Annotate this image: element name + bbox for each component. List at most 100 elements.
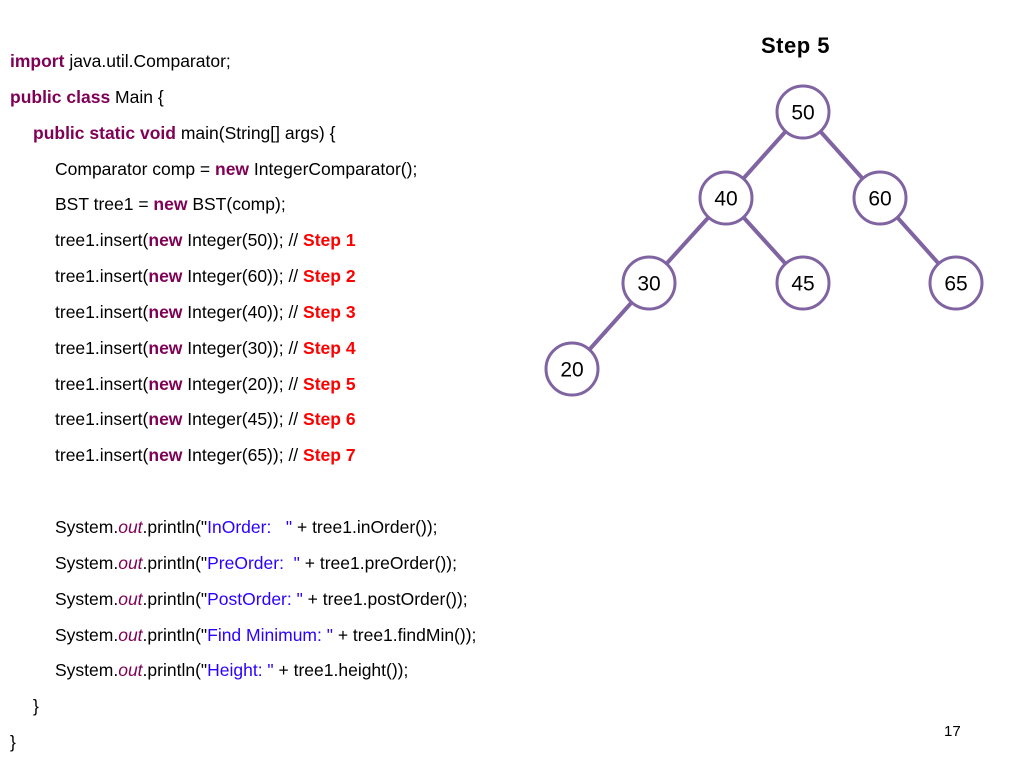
code-line: import java.util.Comparator; bbox=[10, 44, 476, 80]
code-line: tree1.insert(new Integer(50)); // Step 1 bbox=[10, 223, 476, 259]
code-token: new bbox=[148, 373, 183, 394]
code-token: Integer(20)); // bbox=[182, 373, 304, 394]
tree-node-circle bbox=[544, 341, 600, 397]
code-token: new bbox=[148, 409, 183, 430]
code-token: new bbox=[148, 337, 183, 358]
code-token: System. bbox=[55, 660, 119, 681]
code-token: public static void bbox=[33, 122, 176, 143]
code-token: BST(comp); bbox=[187, 194, 286, 215]
step-title: Step 5 bbox=[761, 33, 831, 58]
code-token: out bbox=[118, 516, 143, 537]
code-token: .println(" bbox=[142, 660, 208, 681]
code-token: Integer(65)); // bbox=[182, 445, 304, 466]
tree-edge bbox=[878, 196, 958, 285]
code-token: main(String[] args) { bbox=[175, 122, 336, 143]
code-token: import bbox=[10, 51, 65, 71]
tree-node-label: 30 bbox=[637, 273, 660, 296]
tree-edge bbox=[724, 196, 805, 285]
code-line: System.out.println("Find Minimum: " + tr… bbox=[10, 618, 476, 654]
code-token: Integer(45)); // bbox=[182, 409, 304, 430]
tree-edge bbox=[724, 110, 805, 200]
code-token: PreOrder: " bbox=[207, 552, 300, 573]
code-line: } bbox=[10, 725, 476, 761]
tree-edge bbox=[570, 281, 651, 371]
code-token: + tree1.preOrder()); bbox=[299, 552, 457, 573]
code-token: public class bbox=[10, 86, 111, 107]
code-line: Comparator comp = new IntegerComparator(… bbox=[10, 152, 476, 188]
code-token: Step 1 bbox=[303, 230, 356, 251]
code-token: IntegerComparator(); bbox=[249, 158, 418, 179]
code-line: System.out.println("InOrder: " + tree1.i… bbox=[10, 510, 476, 546]
code-token: PostOrder: " bbox=[207, 588, 303, 609]
code-token: + tree1.findMin()); bbox=[332, 624, 477, 645]
code-line: BST tree1 = new BST(comp); bbox=[10, 187, 476, 223]
code-token: new bbox=[148, 230, 183, 251]
code-token: tree1.insert( bbox=[55, 373, 149, 394]
code-token: new bbox=[148, 266, 183, 287]
tree-edge bbox=[647, 196, 728, 285]
code-line: tree1.insert(new Integer(45)); // Step 6 bbox=[10, 402, 476, 438]
code-token: Integer(50)); // bbox=[182, 230, 304, 251]
tree-node-30: 30 bbox=[621, 255, 677, 311]
tree-node-20: 20 bbox=[544, 341, 600, 397]
code-token: tree1.insert( bbox=[55, 230, 149, 251]
tree-edge bbox=[801, 110, 882, 200]
code-line: tree1.insert(new Integer(60)); // Step 2 bbox=[10, 259, 476, 295]
code-token: System. bbox=[55, 516, 119, 537]
tree-node-circle bbox=[698, 170, 754, 226]
code-line: tree1.insert(new Integer(30)); // Step 4 bbox=[10, 331, 476, 367]
code-token: Main { bbox=[110, 86, 164, 107]
code-token: Step 2 bbox=[303, 266, 356, 287]
tree-node-50: 50 bbox=[775, 84, 831, 140]
code-token: Step 5 bbox=[303, 373, 356, 394]
code-token: System. bbox=[55, 552, 119, 573]
code-line: System.out.println("Height: " + tree1.he… bbox=[10, 653, 476, 689]
code-token: BST tree1 = bbox=[55, 194, 154, 215]
tree-node-circle bbox=[621, 255, 677, 311]
tree-node-60: 60 bbox=[852, 170, 908, 226]
code-token: Step 6 bbox=[303, 409, 356, 430]
tree-node-circle bbox=[775, 84, 831, 140]
code-line: public class Main { bbox=[10, 80, 476, 116]
tree-node-label: 60 bbox=[868, 188, 891, 211]
code-token: Comparator comp = bbox=[55, 158, 215, 179]
code-token: Integer(30)); // bbox=[182, 337, 304, 358]
code-line: tree1.insert(new Integer(65)); // Step 7 bbox=[10, 438, 476, 474]
code-token: tree1.insert( bbox=[55, 445, 149, 466]
code-line: System.out.println("PostOrder: " + tree1… bbox=[10, 582, 476, 618]
code-token: + tree1.height()); bbox=[273, 660, 409, 681]
code-token: .println(" bbox=[142, 552, 208, 573]
code-token: Step 7 bbox=[303, 445, 356, 466]
code-token: .println(" bbox=[142, 588, 208, 609]
code-line: tree1.insert(new Integer(20)); // Step 5 bbox=[10, 367, 476, 403]
code-token: + tree1.inOrder()); bbox=[292, 516, 438, 537]
code-token: out bbox=[118, 588, 143, 609]
code-token: out bbox=[118, 660, 143, 681]
tree-node-circle bbox=[852, 170, 908, 226]
code-token: .println(" bbox=[142, 624, 208, 645]
tree-node-label: 65 bbox=[944, 273, 967, 296]
code-token: System. bbox=[55, 624, 119, 645]
code-token: Integer(60)); // bbox=[182, 266, 304, 287]
code-token: Step 3 bbox=[303, 301, 356, 322]
code-line: public static void main(String[] args) { bbox=[10, 116, 476, 152]
tree-nodes: 50 40 60 30 45 65 20 bbox=[544, 84, 984, 397]
code-token: Find Minimum: " bbox=[207, 624, 333, 645]
code-line: tree1.insert(new Integer(40)); // Step 3 bbox=[10, 295, 476, 331]
code-token: new bbox=[215, 158, 250, 179]
code-token: + tree1.postOrder()); bbox=[302, 588, 468, 609]
code-token: .println(" bbox=[142, 516, 208, 537]
tree-node-label: 50 bbox=[791, 102, 814, 125]
code-line bbox=[10, 474, 476, 510]
code-token: java.util.Comparator; bbox=[64, 51, 231, 71]
code-line: System.out.println("PreOrder: " + tree1.… bbox=[10, 546, 476, 582]
code-token: tree1.insert( bbox=[55, 409, 149, 430]
tree-node-circle bbox=[928, 255, 984, 311]
code-token: out bbox=[118, 552, 143, 573]
code-token: Integer(40)); // bbox=[182, 301, 304, 322]
code-token: new bbox=[153, 194, 188, 215]
tree-node-label: 40 bbox=[714, 188, 737, 211]
tree-node-45: 45 bbox=[775, 255, 831, 311]
code-listing: import java.util.Comparator;public class… bbox=[10, 44, 476, 761]
page-number: 17 bbox=[944, 723, 961, 740]
